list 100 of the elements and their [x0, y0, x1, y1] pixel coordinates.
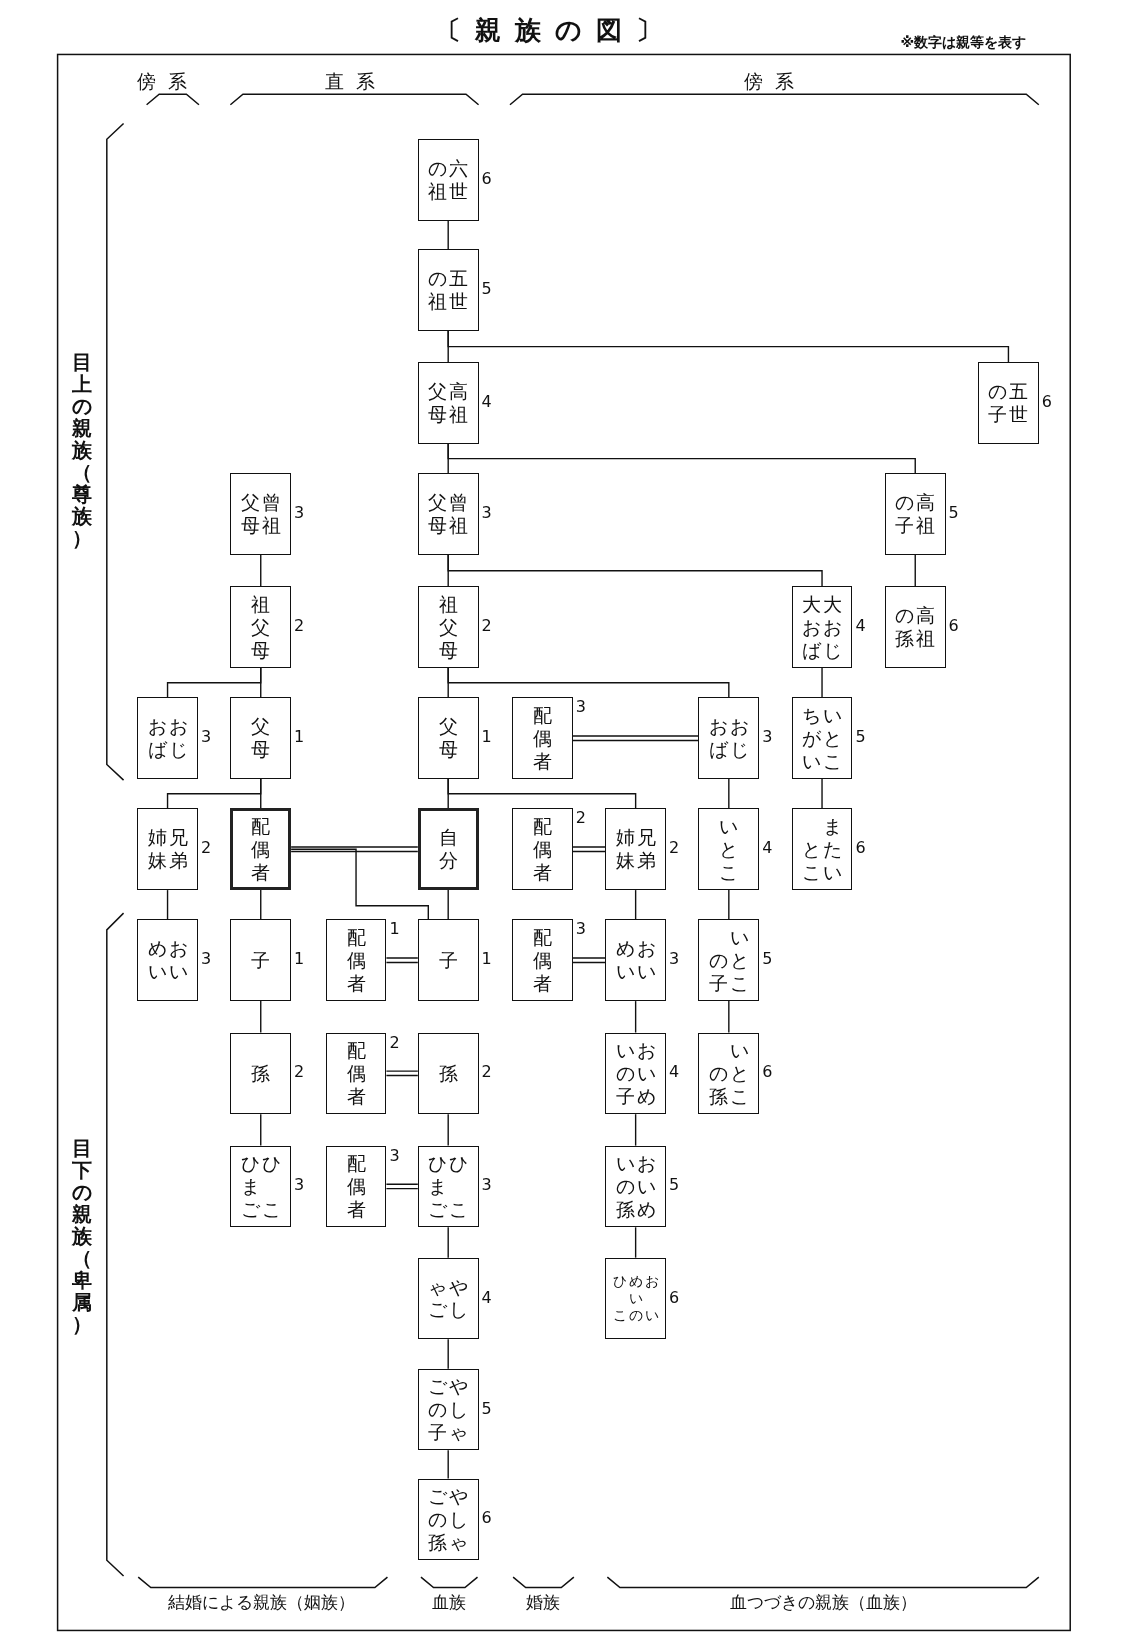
family-line: [290, 848, 429, 921]
degree-number: 3: [575, 699, 586, 716]
family-line: [447, 1449, 449, 1480]
kin-box: [884, 473, 946, 555]
degree-number: 2: [575, 810, 586, 827]
family-line: [634, 1226, 637, 1259]
kin-box: [325, 1145, 387, 1228]
kin-box: [325, 919, 387, 1002]
family-line: [634, 1113, 637, 1147]
family-line: [728, 778, 730, 810]
degree-number: 6: [762, 1064, 773, 1081]
degree-number: 5: [762, 951, 773, 968]
degree-number: 2: [200, 840, 212, 857]
category-label: 血つづきの親族（血族）: [729, 1592, 917, 1613]
kin-term: 配偶者: [346, 1039, 366, 1108]
kin-box: [417, 808, 479, 891]
family-line: [728, 889, 730, 921]
category-label: 婚族: [526, 1592, 561, 1613]
family-line: [447, 1113, 449, 1147]
marriage-double-line: [385, 1183, 419, 1190]
diagram-title: 〔親族の図〕: [434, 14, 676, 46]
marriage-double-line: [572, 846, 606, 853]
kin-term: 配偶者: [251, 815, 271, 884]
family-line: [447, 889, 449, 921]
kin-term: 曾祖父母: [240, 491, 281, 537]
kin-box: [137, 919, 198, 1002]
family-line: [447, 330, 1010, 363]
kin-box: [230, 1032, 292, 1115]
kin-term: 兄弟姉妹: [615, 826, 656, 873]
kin-term: やしゃごの孫: [428, 1485, 469, 1554]
kin-box: [605, 808, 666, 891]
kin-term: 配偶者: [532, 926, 552, 995]
kin-term: 孫: [438, 1061, 458, 1085]
kin-term: 父母: [251, 715, 271, 762]
kin-box: [512, 919, 573, 1002]
kin-box: [417, 139, 479, 221]
kin-term: おいめいのひこ: [612, 1273, 659, 1324]
category-label: 傍系: [136, 69, 199, 92]
vertical-label: 目上の親族（尊族）: [71, 351, 92, 550]
kin-term: 配偶者: [532, 704, 552, 773]
category-label: 血族: [432, 1592, 467, 1613]
kin-term: いとこの子: [708, 926, 749, 995]
kin-box: [417, 919, 479, 1002]
kin-term: いとこ: [719, 815, 739, 884]
degree-number: 5: [481, 1400, 492, 1417]
degree-number: 5: [481, 281, 492, 298]
kin-box: [417, 249, 479, 331]
degree-number: 1: [481, 951, 492, 968]
kin-term: いとこの孫: [708, 1039, 749, 1108]
degree-number: 2: [294, 618, 305, 635]
category-label: 傍系: [743, 69, 806, 92]
degree-number: 1: [294, 951, 305, 968]
kin-term: おいめい: [147, 937, 188, 984]
kin-term: 五世の祖: [428, 267, 469, 313]
kin-box: [791, 586, 853, 669]
kin-term: 配偶者: [532, 815, 552, 884]
family-line: [821, 667, 823, 699]
degree-number: 4: [855, 618, 866, 635]
kin-box: [417, 697, 479, 780]
kin-box: [512, 808, 573, 891]
degree-number: 3: [481, 1177, 492, 1194]
degree-number: 2: [294, 1064, 305, 1081]
degree-number: 3: [294, 1177, 305, 1194]
kin-box: [605, 1032, 666, 1115]
marriage-double-line: [572, 957, 606, 964]
kin-box: [605, 919, 666, 1002]
degree-number: 6: [855, 840, 866, 857]
family-line: [728, 1000, 730, 1034]
family-line: [260, 889, 262, 921]
kin-box: [791, 808, 853, 891]
kin-box: [230, 808, 292, 891]
kin-box: [791, 697, 853, 780]
degree-number: 2: [389, 1034, 400, 1051]
kin-term: 孫: [251, 1061, 271, 1085]
kin-term: 高祖の子: [895, 491, 936, 537]
kin-box: [417, 1145, 479, 1228]
degree-number: 4: [481, 394, 492, 411]
kin-term: 六世の祖: [428, 157, 469, 203]
kin-term: 五世の子: [988, 380, 1029, 426]
family-line: [447, 1338, 449, 1370]
kin-term: 兄弟姉妹: [147, 826, 188, 873]
kin-box: [230, 1145, 292, 1228]
kin-term: おいめいの孫: [615, 1152, 656, 1221]
kin-term: 祖父母: [438, 593, 458, 662]
kin-box: [698, 919, 760, 1002]
family-line: [447, 443, 916, 475]
family-line: [260, 1000, 262, 1034]
family-line: [260, 667, 262, 699]
kin-box: [605, 1257, 666, 1340]
degree-number: 2: [481, 618, 492, 635]
degree-number: 3: [200, 951, 212, 968]
family-line: [447, 220, 449, 250]
family-line: [634, 1000, 637, 1034]
degree-number: 6: [1041, 394, 1052, 411]
kin-term: おいめいの子: [615, 1039, 656, 1108]
marriage-double-line: [290, 846, 419, 853]
family-line: [447, 1226, 449, 1259]
degree-number: 6: [481, 1510, 492, 1527]
family-line: [914, 554, 916, 588]
family-line: [447, 554, 823, 588]
